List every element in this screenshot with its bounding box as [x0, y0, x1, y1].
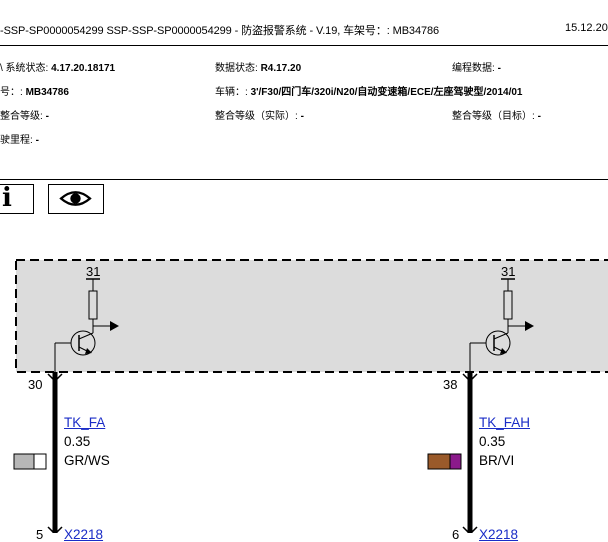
info-divider [0, 179, 608, 180]
data-status: 数据状态: R4.17.20 [215, 63, 302, 74]
info-button[interactable]: i [0, 183, 34, 214]
vin-number: 号：: MB34786 [0, 87, 69, 98]
integration-level: 整合等级: - [0, 111, 49, 122]
pin-number-right: 38 [443, 377, 458, 392]
header-divider [0, 45, 608, 46]
wire-color-swatch-right-1 [427, 453, 451, 470]
pin-number-left: 30 [28, 377, 43, 392]
wire-color-swatch-left-1 [13, 453, 35, 470]
pin-number-bottom-left: 5 [36, 527, 44, 542]
mileage: 驶里程: - [0, 135, 39, 146]
document-title: -SSP-SP0000054299 SSP-SSP-SP0000054299 -… [0, 25, 440, 37]
eye-icon [59, 191, 92, 206]
control-unit-box [15, 259, 608, 373]
view-button[interactable] [48, 184, 104, 214]
vehicle-info: 车辆：: 3'/F30/四门车/320i/N20/自动变速箱/ECE/左座驾驶型… [215, 87, 523, 98]
signal-link-tk-fa[interactable]: TK_FA [64, 415, 106, 430]
wire-gauge-left: 0.35 [64, 434, 91, 449]
system-status: \ 系统状态: 4.17.20.18171 [0, 63, 116, 74]
wire-gauge-right: 0.35 [479, 434, 506, 449]
signal-link-tk-fah[interactable]: TK_FAH [479, 415, 531, 430]
pin-number-bottom-right: 6 [452, 527, 460, 542]
ground-terminal-left: 31 [86, 264, 101, 279]
integration-level-actual: 整合等级（实际）: - [215, 111, 304, 122]
wire-color-swatch-right-2 [449, 453, 462, 470]
ground-terminal-right: 31 [501, 264, 516, 279]
wire-color-code-left: GR/WS [64, 453, 110, 468]
wire-color-code-right: BR/VI [479, 453, 515, 468]
transistor-stage-right [469, 278, 534, 372]
info-icon: i [2, 183, 12, 213]
connector-link-left[interactable]: X2218 [64, 527, 104, 542]
programming-data: 编程数据: - [452, 63, 501, 74]
transistor-stage-left [54, 278, 119, 372]
document-date: 15.12.20 [565, 22, 608, 34]
integration-level-target: 整合等级（目标）: - [452, 111, 541, 122]
wire-color-swatch-left-2 [33, 453, 47, 470]
connector-link-right[interactable]: X2218 [479, 527, 519, 542]
